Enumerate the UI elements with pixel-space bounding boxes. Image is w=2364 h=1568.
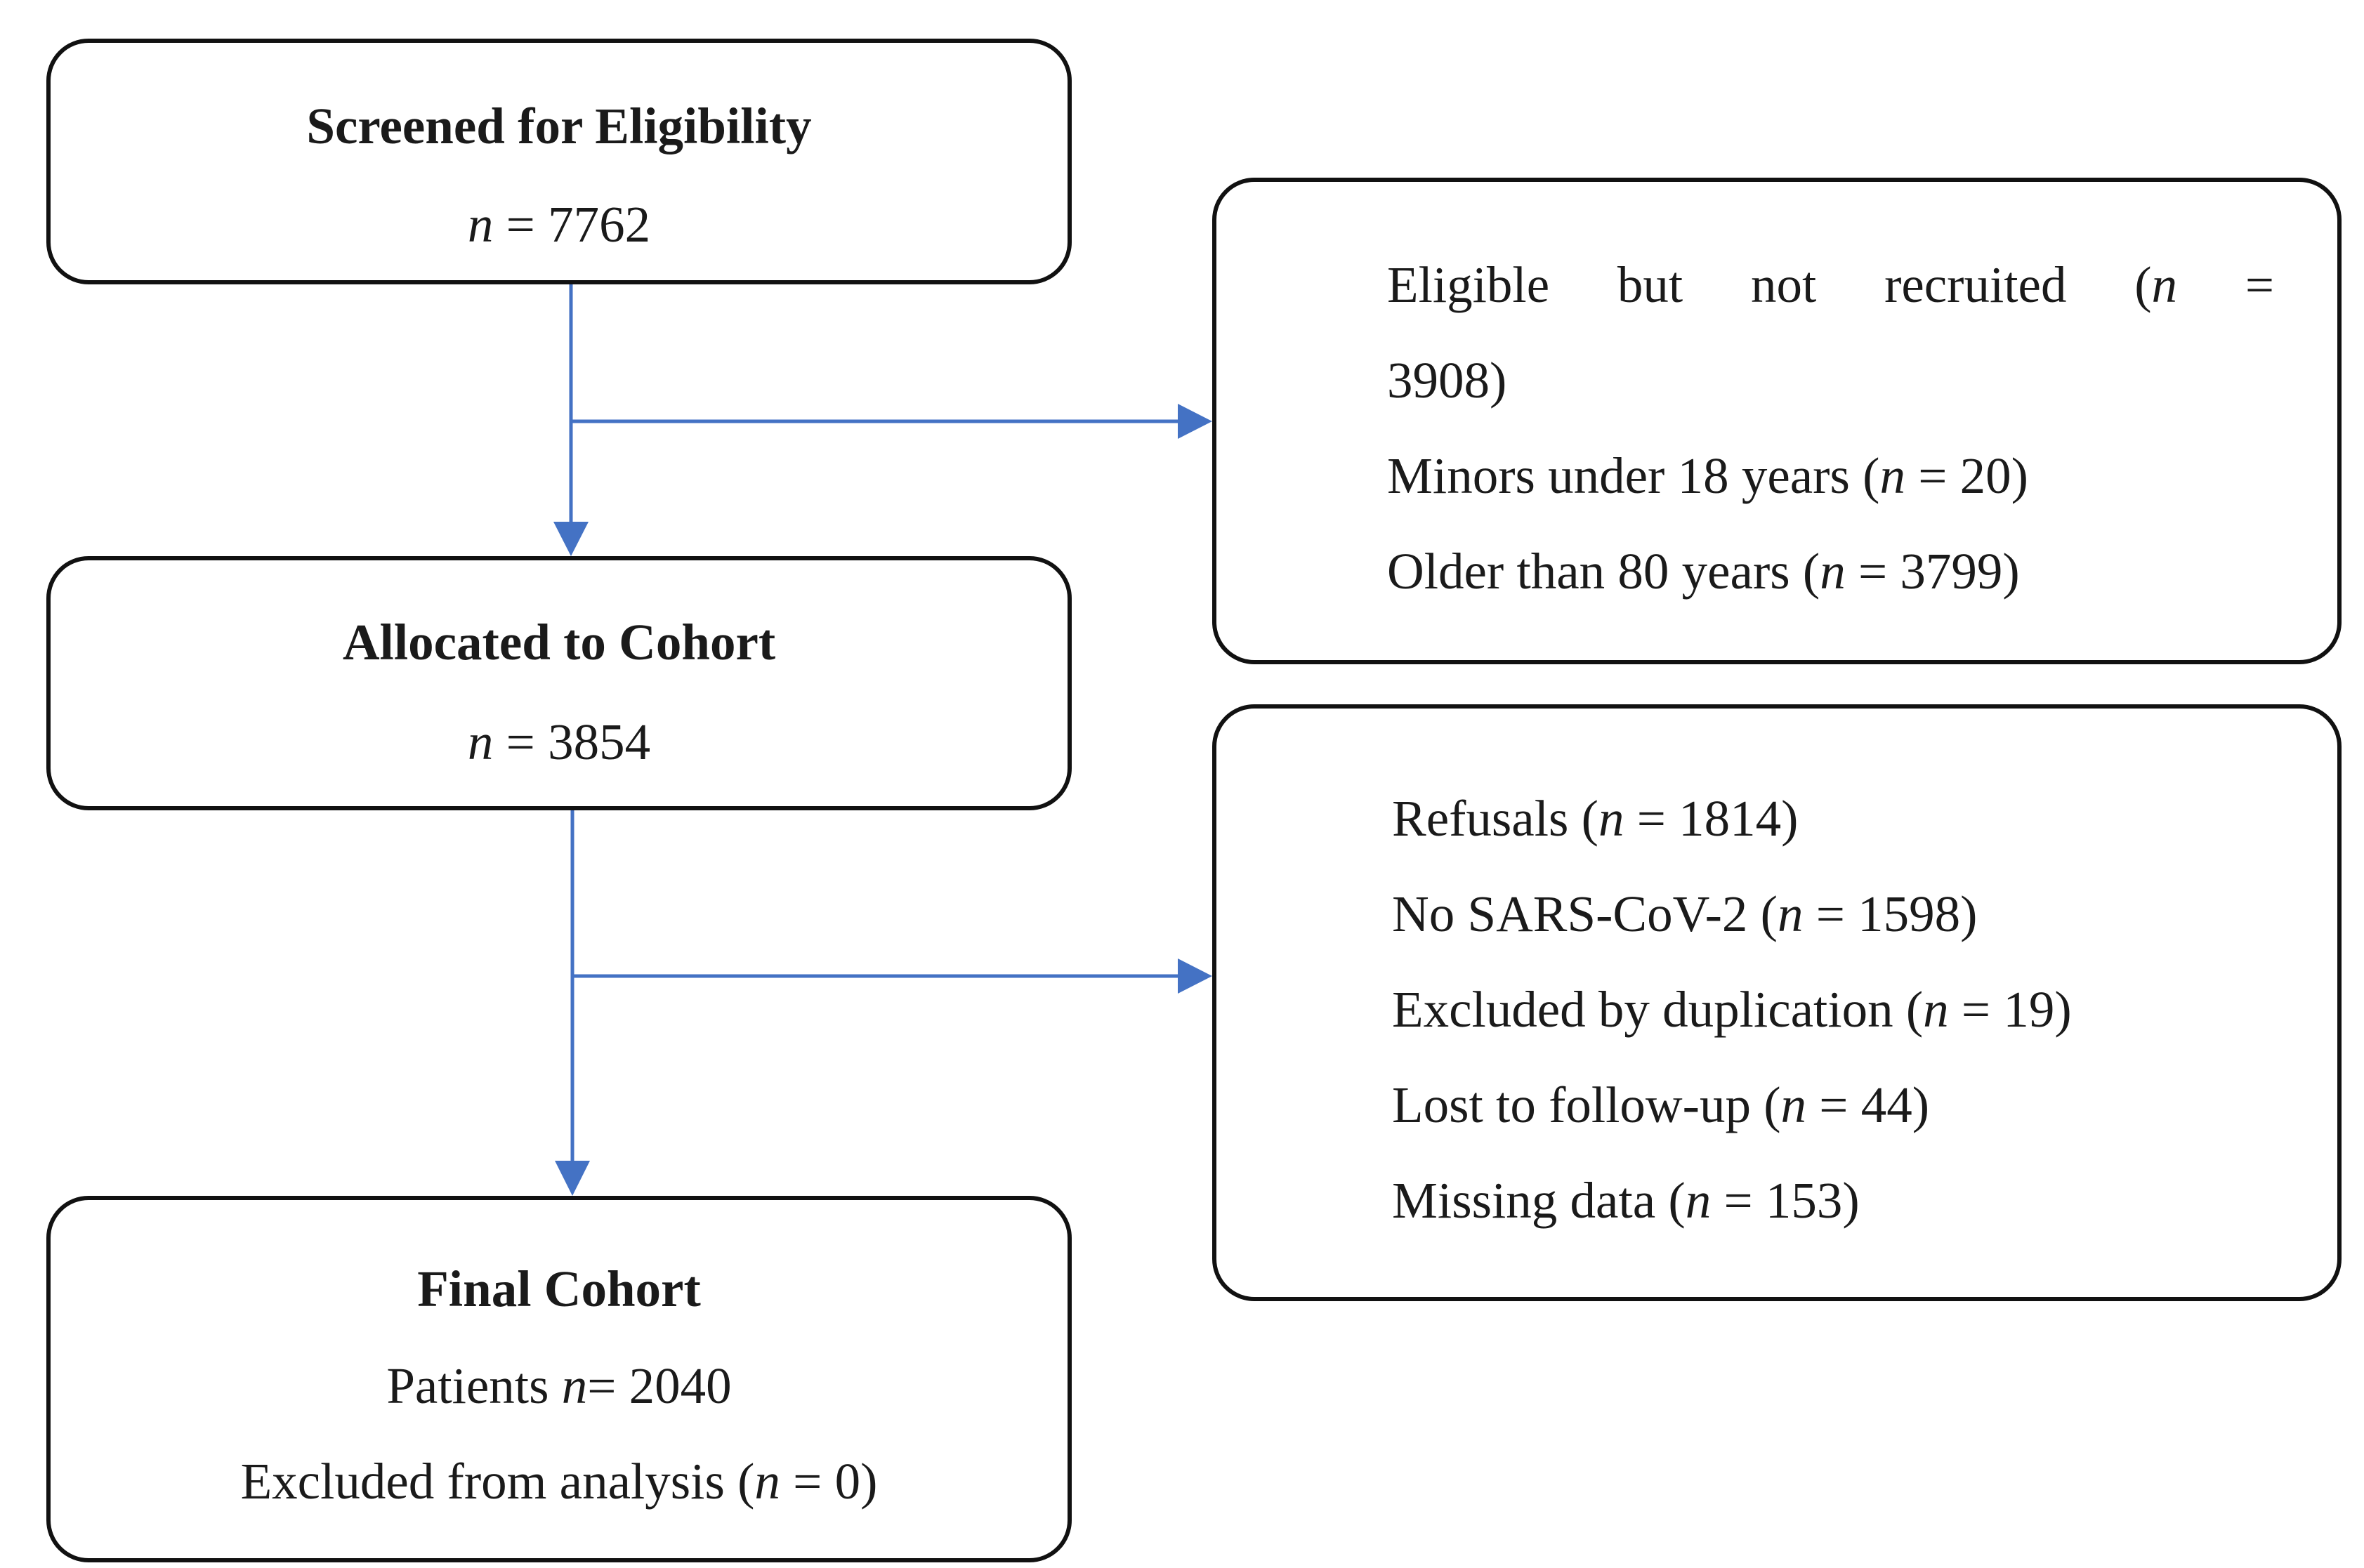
- not-recruited-count: 3908): [1387, 352, 1507, 409]
- no-sars-cov-2-item: No SARS-CoV-2 (n = 1598): [1392, 885, 1978, 942]
- refusals-item: Refusals (n = 1814): [1392, 790, 1799, 847]
- not-recruited-heading: Eligible but not recruited (n =: [1387, 256, 2274, 313]
- missing-data-item: Missing data (n = 153): [1392, 1172, 1860, 1229]
- lost-to-follow-up-item: Lost to follow-up (n = 44): [1392, 1076, 1930, 1133]
- screened-box: Screened for Eligibility n = 7762: [46, 39, 1072, 284]
- arrow-to-exclusions-head: [1178, 958, 1212, 994]
- final-patients: Patients n= 2040: [386, 1357, 732, 1414]
- screened-count: n = 7762: [467, 196, 651, 253]
- older-item: Older than 80 years (n = 3799): [1387, 543, 2020, 600]
- not-recruited-box: Eligible but not recruited (n = 3908) Mi…: [1212, 178, 2342, 664]
- exclusions-box: Refusals (n = 1814) No SARS-CoV-2 (n = 1…: [1212, 704, 2342, 1301]
- final-title: Final Cohort: [417, 1260, 701, 1317]
- final-excluded: Excluded from analysis (n = 0): [240, 1453, 878, 1510]
- final-cohort-box: Final Cohort Patients n= 2040 Excluded f…: [46, 1196, 1072, 1562]
- allocated-count: n = 3854: [467, 713, 651, 770]
- arrow-to-not-recruited-head: [1178, 404, 1212, 439]
- arrow-allocated-to-final-head: [555, 1161, 590, 1196]
- allocated-title: Allocated to Cohort: [342, 614, 776, 671]
- minors-item: Minors under 18 years (n = 20): [1387, 447, 2028, 504]
- screened-title: Screened for Eligibility: [306, 98, 812, 154]
- arrow-screened-to-allocated-head: [553, 522, 589, 556]
- allocated-box: Allocated to Cohort n = 3854: [46, 556, 1072, 810]
- duplication-item: Excluded by duplication (n = 19): [1392, 981, 2072, 1038]
